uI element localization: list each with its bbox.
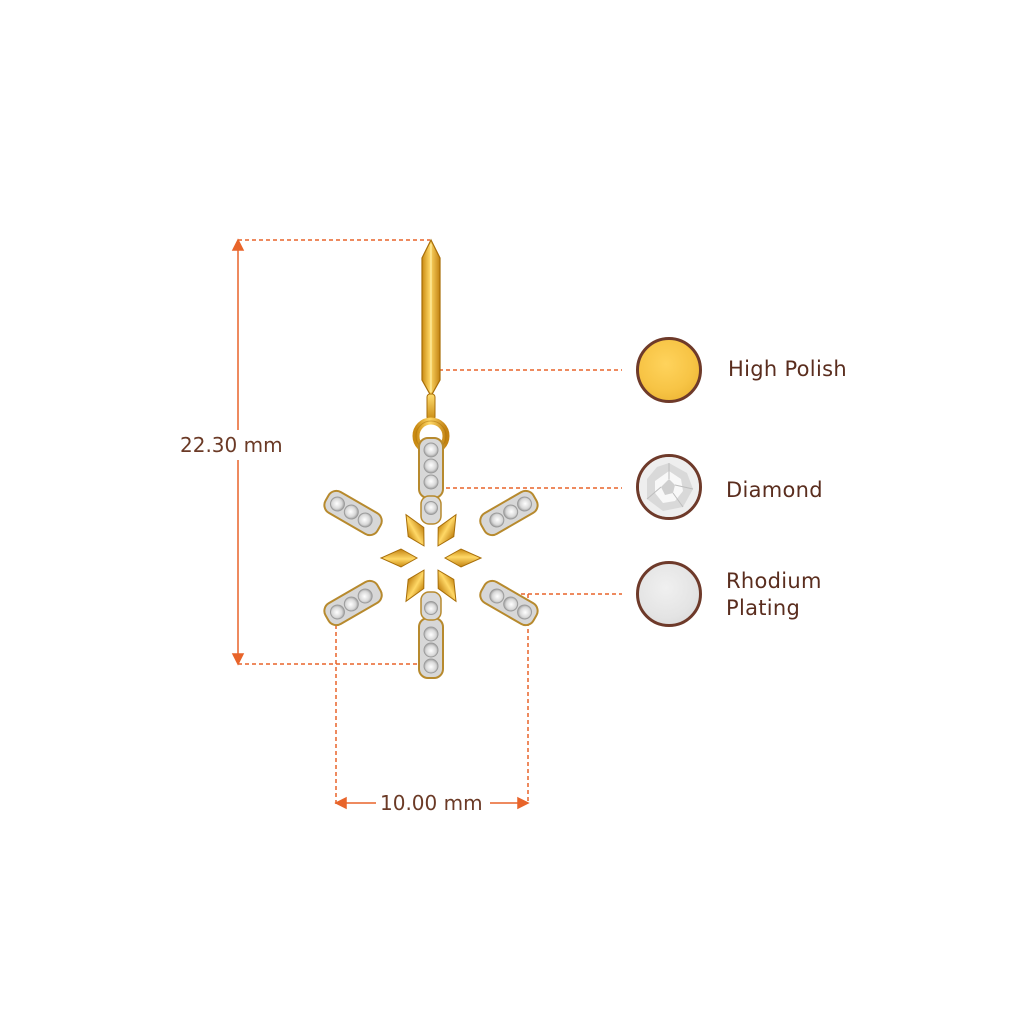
rhodium-swatch [636,561,702,627]
diamond-icon [639,457,699,517]
high-polish-swatch [636,337,702,403]
legend-label-diamond: Diamond [726,478,823,502]
diamond-swatch [636,454,702,520]
width-dimension [334,594,530,810]
width-label: 10.00 mm [378,791,485,815]
earring-image [320,238,542,679]
legend-label-high-polish: High Polish [728,357,847,381]
legend-label-rhodium-line1: Rhodium [726,569,822,593]
leader-lines [432,369,622,595]
legend-label-rhodium-line2: Plating [726,596,801,620]
snowflake-pendant [320,437,542,679]
legend-label-rhodium: Rhodium Plating [726,568,822,622]
height-label: 22.30 mm [178,433,285,457]
height-dimension [231,238,430,666]
